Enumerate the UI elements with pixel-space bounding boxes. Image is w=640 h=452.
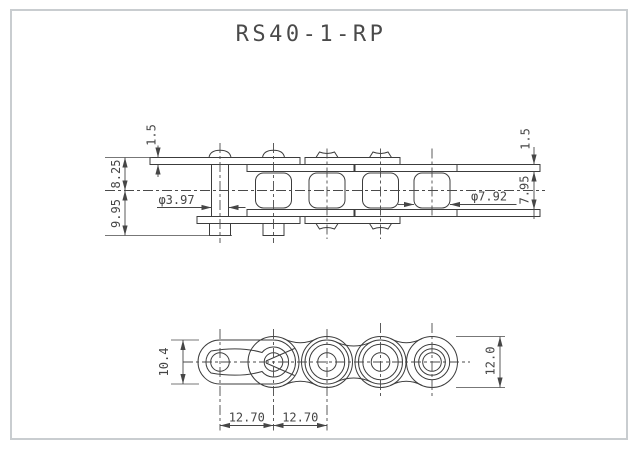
outer-plate-top-strip-1 xyxy=(149,157,301,165)
dim-pitch-right-label: 12.70 xyxy=(282,411,318,425)
inner-plate-bottom-strip-2 xyxy=(354,209,541,217)
dim-plate-thickness-left-label: 1.5 xyxy=(145,124,159,146)
inner-plate-waist-bottom-1 xyxy=(283,380,318,386)
dim-pin-length-upper-label: 8.25 xyxy=(109,160,123,189)
inner-plate-waist-top-2 xyxy=(390,338,423,344)
dim-outer-plate-height-label: 10.4 xyxy=(157,348,171,377)
inner-plate-bottom-strip-1 xyxy=(246,209,355,217)
drawing-title: RS40-1-RP xyxy=(236,22,387,47)
dim-roller-diameter: φ7.92 xyxy=(398,190,517,208)
dim-pin-diameter: φ3.97 xyxy=(157,193,246,211)
dim-inner-plate-height-label: 12.0 xyxy=(484,347,498,376)
dim-plate-thickness-right-label: 1.5 xyxy=(519,128,533,150)
dim-inner-width-label: 7.95 xyxy=(518,176,532,205)
inner-plate-top-strip-2 xyxy=(354,164,541,172)
dim-pin-diameter-label: φ3.97 xyxy=(158,193,194,207)
inner-plate-top-strip-1 xyxy=(246,164,355,172)
dim-plate-thickness-left: 1.5 xyxy=(145,124,161,177)
outer-plate-bottom-strip-2 xyxy=(304,216,401,224)
inner-plate-waist-top-1 xyxy=(283,338,318,344)
dim-pin-lengths: 8.25 9.95 xyxy=(105,157,232,236)
dim-outer-plate-height: 10.4 xyxy=(157,339,199,385)
plan-view: 8.25 9.95 1.5 φ3.97 φ7.92 1.5 7.95 xyxy=(105,124,545,243)
outer-plate-waist-bottom xyxy=(335,377,372,383)
clip-spring-loop xyxy=(205,346,290,378)
outer-plate-waist-top xyxy=(335,341,372,347)
clip-jaw-lower xyxy=(265,362,295,376)
outer-plate-top-strip-2 xyxy=(304,157,401,165)
pin5-hole xyxy=(422,352,442,372)
dim-pin-length-lower-label: 9.95 xyxy=(109,199,123,228)
dim-inner-width: 1.5 7.95 xyxy=(518,128,537,219)
outer-plate-bottom-strip-1 xyxy=(196,216,301,224)
dim-pitch-left-label: 12.70 xyxy=(229,411,265,425)
pin4-hole xyxy=(370,352,391,372)
clip-jaw-upper xyxy=(265,348,295,362)
inner-plate-waist-bottom-2 xyxy=(390,380,423,386)
sheet-border xyxy=(10,9,628,440)
dim-inner-plate-height: 12.0 xyxy=(456,336,505,388)
dim-roller-diameter-label: φ7.92 xyxy=(471,190,507,204)
side-view: 10.4 12.0 12.70 12.70 xyxy=(157,323,505,431)
dim-pitch: 12.70 12.70 xyxy=(220,411,327,429)
